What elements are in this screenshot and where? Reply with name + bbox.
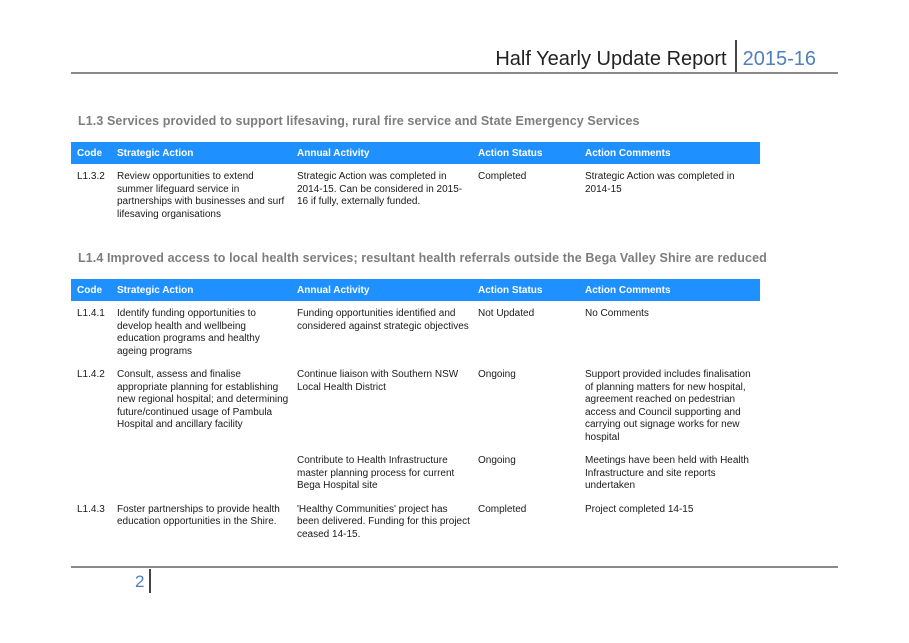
table-row: L1.4.1 Identify funding opportunities to… (71, 308, 760, 358)
table-l1-4: Code Strategic Action Annual Activity Ac… (71, 279, 760, 541)
row-comments: Meetings have been held with Health Infr… (585, 455, 749, 491)
table-row: L1.4.2 Consult, assess and finalise appr… (71, 369, 760, 444)
footer-divider (149, 569, 151, 593)
table-l1-3: Code Strategic Action Annual Activity Ac… (71, 142, 760, 221)
row-strategic-action: Identify funding opportunities to develo… (117, 308, 260, 357)
row-strategic-action (117, 455, 297, 493)
table-row: L1.4.3 Foster partnerships to provide he… (71, 504, 760, 542)
footer-rule (71, 566, 838, 568)
header-divider (734, 40, 737, 72)
row-code: L1.4.2 (77, 369, 105, 380)
col-action-comments: Action Comments (585, 147, 671, 159)
table-row: Contribute to Health Infrastructure mast… (71, 455, 760, 493)
col-strategic-action: Strategic Action (117, 284, 194, 296)
report-year: 2015-16 (742, 48, 816, 70)
col-code: Code (77, 147, 102, 159)
row-status: Completed (478, 503, 527, 515)
report-title: Half Yearly Update Report (495, 48, 727, 70)
col-strategic-action: Strategic Action (117, 147, 194, 159)
row-code: L1.4.1 (77, 308, 105, 319)
row-comments: Support provided includes finalisation o… (585, 369, 751, 443)
col-annual-activity: Annual Activity (297, 284, 370, 296)
row-annual-activity: Strategic Action was completed in 2014-1… (297, 171, 463, 207)
col-action-status: Action Status (478, 147, 543, 159)
table-row: L1.3.2 Review opportunities to extend su… (71, 171, 760, 221)
header-rule (71, 72, 838, 74)
row-status: Not Updated (478, 308, 535, 319)
page-number: 2 (135, 572, 145, 591)
table-header: Code Strategic Action Annual Activity Ac… (71, 279, 760, 301)
row-status: Ongoing (478, 455, 516, 466)
col-action-comments: Action Comments (585, 284, 671, 296)
row-annual-activity: Contribute to Health Infrastructure mast… (297, 455, 455, 491)
page-header: Half Yearly Update Report 2015-16 (495, 40, 816, 72)
row-code (71, 455, 117, 493)
row-status: Ongoing (478, 369, 516, 380)
table-header: Code Strategic Action Annual Activity Ac… (71, 142, 760, 164)
section-heading-l1-3: L1.3 Services provided to support lifesa… (78, 114, 640, 128)
section-heading-l1-4: L1.4 Improved access to local health ser… (78, 251, 767, 265)
row-comments: No Comments (585, 308, 649, 319)
col-action-status: Action Status (478, 284, 543, 296)
col-annual-activity: Annual Activity (297, 147, 370, 159)
row-status: Completed (478, 171, 527, 182)
row-code: L1.3.2 (77, 171, 105, 182)
row-annual-activity: Continue liaison with Southern NSW Local… (297, 369, 459, 393)
row-annual-activity: 'Healthy Communities' project has been d… (297, 503, 470, 540)
row-code: L1.4.3 (77, 503, 105, 515)
row-comments: Project completed 14-15 (585, 503, 694, 515)
row-strategic-action: Consult, assess and finalise appropriate… (117, 369, 289, 430)
row-strategic-action: Foster partnerships to provide health ed… (117, 503, 280, 528)
row-comments: Strategic Action was completed in 2014-1… (585, 171, 735, 195)
row-strategic-action: Review opportunities to extend summer li… (117, 171, 285, 220)
col-code: Code (77, 284, 102, 296)
row-annual-activity: Funding opportunities identified and con… (297, 308, 469, 332)
